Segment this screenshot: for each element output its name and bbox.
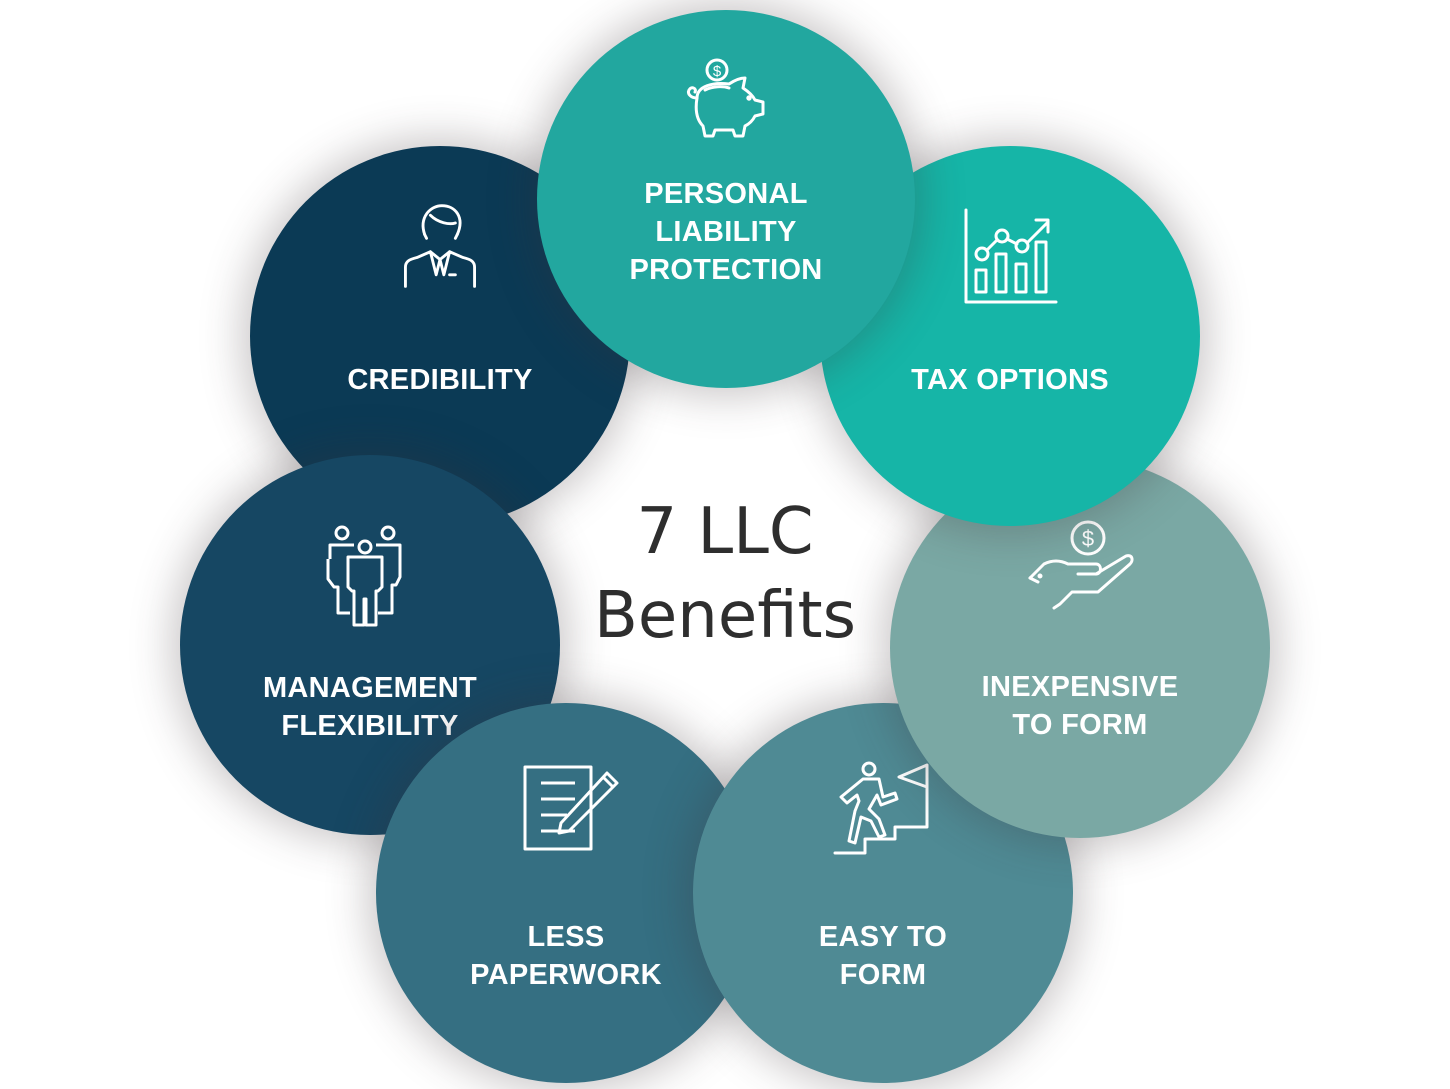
benefit-circle-management-flexibility: MANAGEMENT FLEXIBILITY — [180, 455, 560, 835]
businessperson-icon — [392, 198, 488, 294]
label-line: CREDIBILITY — [347, 364, 533, 396]
label-line: EASY TO — [818, 921, 948, 953]
benefit-circle-less-paperwork: LESS PAPERWORK — [376, 703, 756, 1083]
label-line: TAX OPTIONS — [911, 364, 1109, 396]
benefit-label: PERSONAL LIABILITY PROTECTION — [537, 175, 915, 289]
label-line: LESS — [527, 921, 605, 953]
label-line: FORM — [839, 959, 927, 991]
svg-text:$: $ — [713, 63, 722, 80]
benefit-label: MANAGEMENT FLEXIBILITY — [180, 669, 560, 745]
benefit-circle-personal-liability-protection: $ PERSONAL LIABILITY PROTECTION — [537, 10, 915, 388]
diagram-title: 7 LLC Benefits — [565, 490, 885, 658]
label-line: FLEXIBILITY — [281, 710, 459, 742]
label-line: LIABILITY — [655, 216, 797, 248]
label-line: MANAGEMENT — [262, 672, 478, 704]
label-line: PERSONAL — [644, 178, 808, 210]
label-line: TO FORM — [1012, 709, 1148, 741]
piggy-bank-icon: $ — [683, 58, 769, 140]
benefit-label: EASY TO FORM — [693, 918, 1073, 994]
benefit-label: CREDIBILITY — [250, 361, 630, 399]
label-line: PROTECTION — [629, 254, 823, 286]
benefit-circle-inexpensive-to-form: $ INEXPENSIVE TO FORM — [890, 458, 1270, 838]
benefit-label: LESS PAPERWORK — [376, 918, 756, 994]
label-line: PAPERWORK — [470, 959, 662, 991]
climbing-stairs-flag-icon — [833, 761, 933, 857]
svg-text:$: $ — [1082, 526, 1094, 551]
title-line-2: Benefits — [594, 579, 856, 653]
document-pencil-icon — [519, 763, 623, 853]
team-group-icon — [320, 525, 420, 629]
label-line: INEXPENSIVE — [981, 671, 1179, 703]
growth-chart-icon — [962, 208, 1058, 304]
hand-holding-dollar-icon: $ — [1026, 520, 1134, 616]
title-line-1: 7 LLC — [636, 495, 814, 569]
benefit-label: INEXPENSIVE TO FORM — [890, 668, 1270, 744]
benefit-label: TAX OPTIONS — [820, 361, 1200, 399]
